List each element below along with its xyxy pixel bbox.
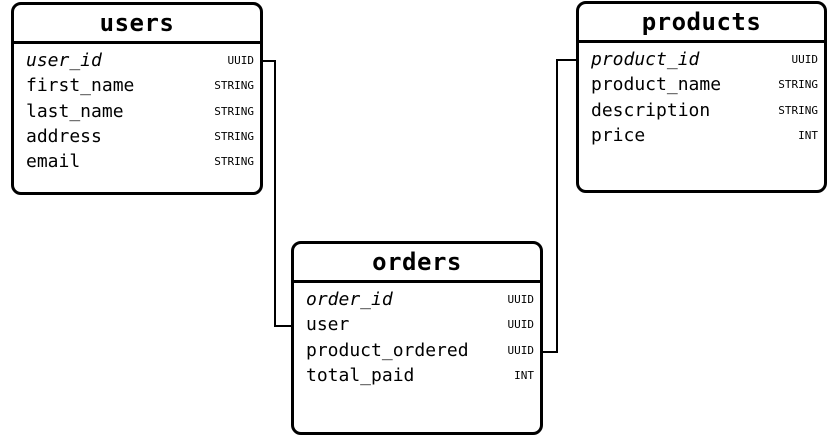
field-row[interactable]: product_id UUID <box>591 47 818 72</box>
field-name: user <box>306 314 350 336</box>
table-users[interactable]: users user_id UUID first_name STRING las… <box>11 2 263 195</box>
field-type: UUID <box>227 54 255 68</box>
field-row[interactable]: order_id UUID <box>306 287 534 312</box>
field-name: user_id <box>26 50 102 72</box>
field-row[interactable]: user UUID <box>306 312 534 337</box>
field-row[interactable]: email STRING <box>26 149 254 174</box>
field-row[interactable]: price INT <box>591 123 818 148</box>
field-type: UUID <box>791 53 819 67</box>
field-name: total_paid <box>306 365 415 387</box>
table-orders[interactable]: orders order_id UUID user UUID product_o… <box>291 241 543 435</box>
field-type: STRING <box>214 130 254 144</box>
field-type: INT <box>514 369 534 383</box>
connector-orders-products <box>542 59 577 353</box>
field-name: price <box>591 125 646 147</box>
field-name: product_ordered <box>306 339 469 361</box>
table-products[interactable]: products product_id UUID product_name ST… <box>576 1 827 193</box>
field-type: UUID <box>507 293 535 307</box>
field-type: STRING <box>778 103 818 117</box>
field-name: first_name <box>26 75 135 97</box>
field-name: order_id <box>306 289 393 311</box>
field-row[interactable]: last_name STRING <box>26 99 254 124</box>
field-row[interactable]: description STRING <box>591 98 818 123</box>
field-type: UUID <box>507 343 535 357</box>
field-row[interactable]: user_id UUID <box>26 48 254 73</box>
field-name: email <box>26 151 81 173</box>
field-type: STRING <box>214 155 254 169</box>
field-name: last_name <box>26 100 124 122</box>
field-type: INT <box>798 129 818 143</box>
table-title: orders <box>294 244 540 283</box>
field-row[interactable]: address STRING <box>26 124 254 149</box>
connector-users-orders <box>262 60 292 327</box>
table-title: products <box>579 4 824 43</box>
field-row[interactable]: product_ordered UUID <box>306 338 534 363</box>
field-type: STRING <box>214 104 254 118</box>
field-name: product_name <box>591 74 722 96</box>
field-name: description <box>591 99 711 121</box>
field-type: STRING <box>778 78 818 92</box>
field-row[interactable]: total_paid INT <box>306 363 534 388</box>
field-type: STRING <box>214 79 254 93</box>
table-title: users <box>14 5 260 44</box>
field-type: UUID <box>507 318 535 332</box>
field-name: product_id <box>591 49 700 71</box>
field-row[interactable]: first_name STRING <box>26 73 254 98</box>
field-row[interactable]: product_name STRING <box>591 72 818 97</box>
field-name: address <box>26 126 102 148</box>
